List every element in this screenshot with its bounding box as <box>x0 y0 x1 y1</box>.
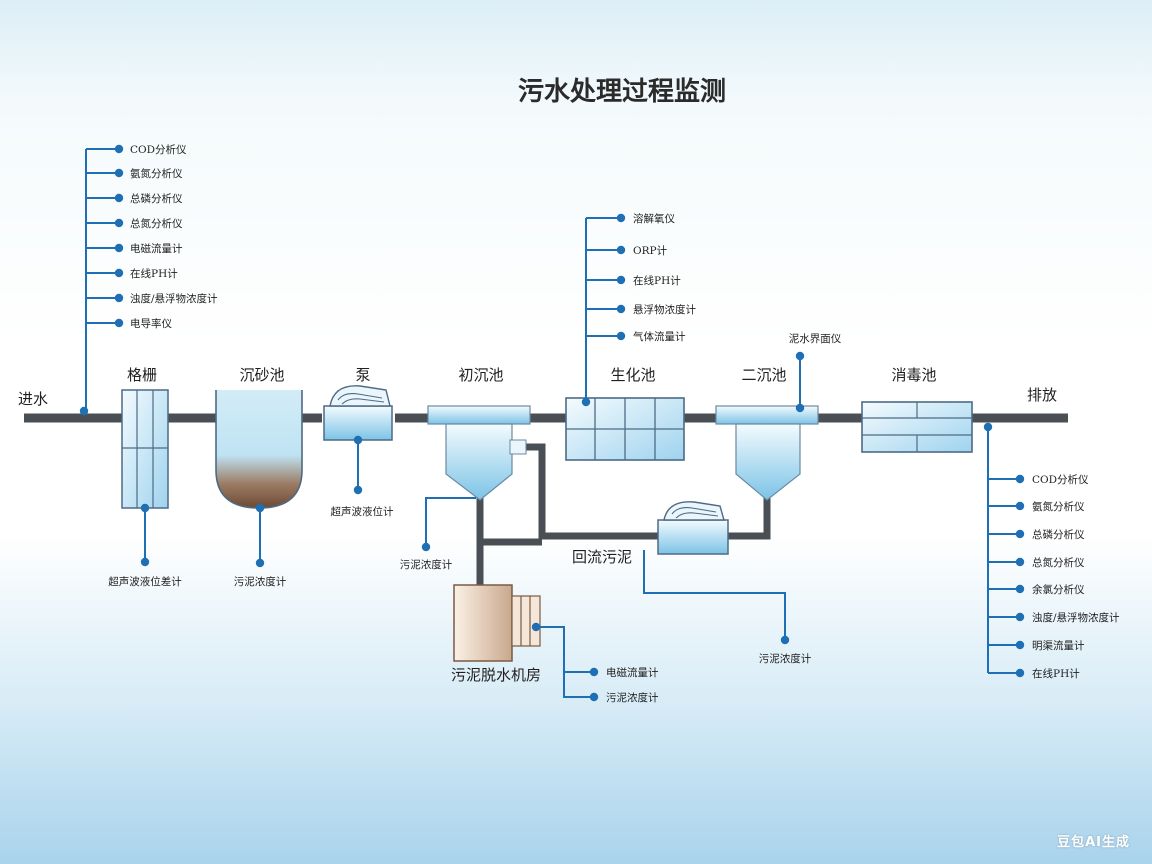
inlet-instrument: 浊度/悬浮物浓度计 <box>86 292 218 305</box>
outlet-instrument: 总氮分析仪 <box>988 556 1085 569</box>
bio-instrument-group: 溶解氧仪 ORP计 在线PH计 悬浮物浓度计 气体流量计 <box>581 212 696 407</box>
instrument-label: 污泥浓度计 <box>234 575 287 588</box>
label-primary: 初沉池 <box>458 366 503 384</box>
label-bio: 生化池 <box>610 366 655 384</box>
label-outlet: 排放 <box>1027 386 1057 404</box>
instrument-label: 泥水界面仪 <box>789 332 842 345</box>
bio-tank <box>565 397 685 461</box>
return-pump <box>657 501 729 555</box>
inlet-instrument: 电导率仪 <box>86 317 172 330</box>
instrument-label: 在线PH计 <box>130 267 178 280</box>
instrument-label: 在线PH计 <box>1032 667 1080 680</box>
dewatering-instrument: 污泥浓度计 <box>589 691 659 704</box>
instrument-label: 总磷分析仪 <box>130 192 183 205</box>
inlet-instrument: 总磷分析仪 <box>86 192 183 205</box>
inlet-instrument-group: COD分析仪 氨氮分析仪 总磷分析仪 总氮分析仪 电磁流量计 在线PH计 浊度/… <box>79 143 218 416</box>
disinfection-tank <box>861 401 973 453</box>
pump-level-instrument: 超声波液位计 <box>331 435 394 518</box>
watermark: 豆包AI生成 <box>1057 835 1130 850</box>
bio-instrument: 悬浮物浓度计 <box>586 303 696 316</box>
outlet-instrument: 氨氮分析仪 <box>988 500 1085 513</box>
bio-instrument: ORP计 <box>586 244 668 257</box>
outlet-instrument: COD分析仪 <box>988 473 1089 486</box>
instrument-label: 氨氮分析仪 <box>1032 500 1085 513</box>
instrument-label: 电磁流量计 <box>606 666 659 679</box>
label-secondary: 二沉池 <box>741 366 786 384</box>
dewatering-instrument-group: 电磁流量计 污泥浓度计 <box>531 622 659 704</box>
inlet-instrument: 总氮分析仪 <box>86 217 183 230</box>
label-screen: 格栅 <box>127 366 157 384</box>
screen-level-instrument: 超声波液位差计 <box>108 503 182 588</box>
inlet-instrument: COD分析仪 <box>86 143 187 156</box>
instrument-label: 明渠流量计 <box>1032 639 1085 652</box>
outlet-instrument: 浊度/悬浮物浓度计 <box>988 611 1120 624</box>
bio-instrument: 溶解氧仪 <box>586 212 675 225</box>
instrument-label: 污泥浓度计 <box>606 691 659 704</box>
instrument-label: COD分析仪 <box>1032 473 1089 486</box>
instrument-label: 氨氮分析仪 <box>130 167 183 180</box>
label-inlet: 进水 <box>18 390 48 408</box>
instrument-label: 浊度/悬浮物浓度计 <box>1032 611 1120 624</box>
instrument-label: 超声波液位差计 <box>108 575 182 588</box>
grit-chamber <box>215 390 303 509</box>
instrument-label: 浊度/悬浮物浓度计 <box>130 292 218 305</box>
instrument-label: 总氮分析仪 <box>130 217 183 230</box>
label-grit: 沉砂池 <box>239 366 284 384</box>
primary-sludge-instrument: 污泥浓度计 <box>400 497 476 571</box>
screen-unit <box>121 389 169 509</box>
label-pump: 泵 <box>355 366 370 384</box>
instrument-label: 总氮分析仪 <box>1032 556 1085 569</box>
inlet-instrument: 电磁流量计 <box>86 242 183 255</box>
label-disinfect: 消毒池 <box>891 366 936 384</box>
primary-clarifier <box>427 405 531 501</box>
instrument-label: COD分析仪 <box>130 143 187 156</box>
instrument-label: 气体流量计 <box>633 330 686 343</box>
inlet-instrument: 氨氮分析仪 <box>86 167 183 180</box>
instrument-label: 超声波液位计 <box>331 505 394 518</box>
instrument-label: ORP计 <box>633 244 668 257</box>
bio-instrument: 在线PH计 <box>586 274 681 287</box>
instrument-label: 溶解氧仪 <box>633 212 675 225</box>
instrument-label: 余氯分析仪 <box>1032 583 1085 596</box>
secondary-clarifier <box>715 405 819 501</box>
dewatering-instrument: 电磁流量计 <box>564 666 659 679</box>
sludge-pipeline <box>476 443 771 585</box>
instrument-label: 总磷分析仪 <box>1032 528 1085 541</box>
page-title: 污水处理过程监测 <box>518 77 726 107</box>
outlet-instrument: 在线PH计 <box>988 667 1080 680</box>
instrument-label: 电导率仪 <box>130 317 172 330</box>
pump-unit <box>323 385 393 441</box>
outlet-instrument-group: COD分析仪 氨氮分析仪 总磷分析仪 总氮分析仪 余氯分析仪 浊度/悬浮物浓度计… <box>983 422 1120 680</box>
instrument-label: 电磁流量计 <box>130 242 183 255</box>
interface-instrument: 泥水界面仪 <box>789 332 842 413</box>
instrument-label: 在线PH计 <box>633 274 681 287</box>
instrument-label: 污泥浓度计 <box>400 558 453 571</box>
instrument-label: 污泥浓度计 <box>759 652 812 665</box>
return-sludge-instrument: 污泥浓度计 <box>643 550 812 665</box>
outlet-instrument: 余氯分析仪 <box>988 583 1085 596</box>
label-return-sludge: 回流污泥 <box>572 548 632 566</box>
grit-sludge-instrument: 污泥浓度计 <box>234 503 287 588</box>
dewatering-house <box>453 584 541 662</box>
bio-instrument: 气体流量计 <box>586 330 686 343</box>
outlet-instrument: 明渠流量计 <box>988 639 1085 652</box>
inlet-instrument: 在线PH计 <box>86 267 178 280</box>
outlet-instrument: 总磷分析仪 <box>988 528 1085 541</box>
instrument-label: 悬浮物浓度计 <box>633 303 696 316</box>
label-dewatering: 污泥脱水机房 <box>451 666 541 684</box>
